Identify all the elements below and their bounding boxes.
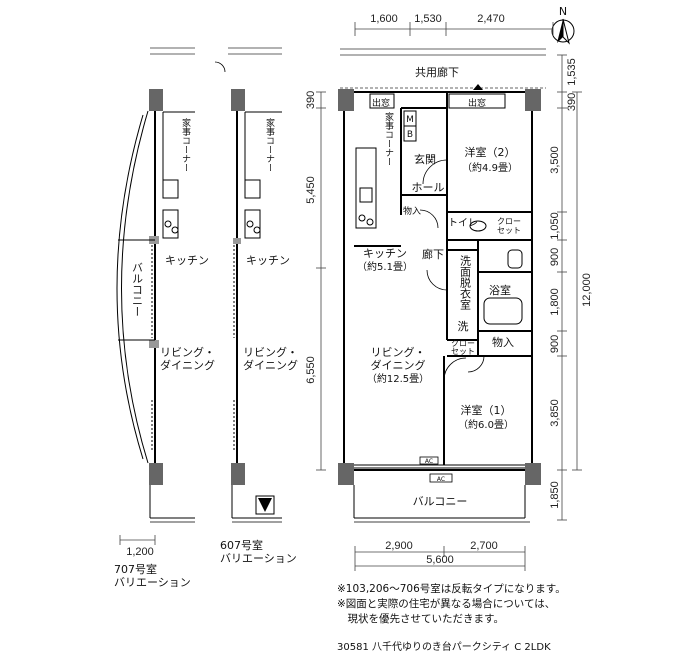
var707-living-label: リビング・ (160, 345, 215, 359)
dim-right-9: 1,850 (549, 481, 561, 509)
left-dimension (316, 91, 326, 471)
dim-right-5: 900 (549, 248, 561, 266)
var707-kitchen-label: キッチン (165, 254, 209, 267)
note-3: 現状を優先させていただきます。 (337, 613, 504, 625)
right-dimension (557, 54, 582, 521)
dim-left-3: 6,550 (305, 356, 317, 384)
western-room-2-size: （約4.9畳） (462, 161, 518, 174)
caption: 30581 八千代ゆりのき台パークシティ C 2LDK (337, 642, 551, 653)
note-2: ※図面と実際の住宅が異なる場合については、 (337, 598, 556, 610)
closet-label-bottom-2: セット (451, 347, 475, 356)
closet-label-top: クロー (497, 217, 521, 226)
svg-text:家事コーナー: 家事コーナー (383, 111, 394, 166)
var607-title: 607号室 (220, 538, 263, 552)
dim-right-total: 12,000 (581, 273, 593, 307)
var607-subtitle: バリエーション (220, 552, 297, 565)
var607-housework-label: 家事コーナー (264, 117, 275, 172)
bottom-dimension (354, 546, 526, 571)
compass: N (551, 5, 575, 45)
living-label: リビング・ (371, 345, 426, 359)
ac-label-2: AC (437, 476, 445, 483)
dim-bottom-total: 5,600 (426, 554, 454, 566)
mb-m-label: M (406, 115, 414, 125)
balcony-label: バルコニー (413, 495, 468, 508)
kitchen-size: （約5.1畳） (357, 260, 413, 273)
western-room-2-label: 洋室（2） (465, 145, 516, 159)
hall-label: ホール (412, 181, 445, 194)
mb-b-label: B (407, 130, 413, 140)
var707-subtitle: バリエーション (114, 576, 191, 589)
dim-top-1: 1,600 (370, 13, 398, 25)
dim-right-7: 900 (549, 335, 561, 353)
dim-right-6: 1,800 (549, 288, 561, 316)
var707-title: 707号室 (114, 562, 157, 576)
var707-dining-label: ダイニング (160, 358, 215, 372)
dim-left-2: 5,450 (305, 176, 317, 204)
living-size: （約12.5畳） (367, 372, 429, 385)
svg-text:家事コーナー: 家事コーナー (264, 117, 275, 172)
variation-607 (214, 47, 282, 523)
storage-small-label: 物入 (403, 205, 421, 217)
note-1: ※103,206～706号室は反転タイプになります。 (337, 583, 566, 595)
kitchen-label: キッチン (363, 247, 407, 260)
toilet-label: トイレ (448, 218, 478, 229)
var607-dining-label: ダイニング (243, 358, 298, 372)
storage-label: 物入 (492, 335, 514, 349)
dim-right-1: 1,535 (566, 58, 578, 86)
var607-living-label: リビング・ (243, 345, 298, 359)
closet-label-top-2: セット (497, 226, 521, 235)
western-room-1-size: （約6.0畳） (458, 418, 514, 431)
wash-label: 洗 (458, 320, 469, 333)
closet-label-bottom: クロー (451, 339, 475, 348)
dim-left-1: 390 (305, 91, 317, 109)
hallway-label: 廊下 (422, 247, 444, 261)
var707-housework-label: 家事コーナー (180, 117, 191, 172)
dim-right-4: 1,050 (549, 212, 561, 240)
living-label-2: ダイニング (371, 358, 426, 372)
bath-label: 浴室 (489, 283, 511, 297)
dim-var-left: 1,200 (126, 546, 154, 558)
dim-right-2: 390 (566, 93, 578, 111)
dim-right-3: 3,500 (549, 146, 561, 174)
dim-bottom-1: 2,900 (385, 540, 413, 552)
ac-label-1: AC (425, 458, 433, 465)
var707-balcony-label: バルコニー (131, 262, 144, 317)
wash-room-label: 洗面脱衣室 (459, 255, 472, 310)
housework-label-main: 家事コーナー (383, 111, 394, 166)
corridor-band (340, 48, 546, 89)
north-label: N (559, 5, 567, 18)
entrance-label: 玄関 (414, 152, 436, 166)
top-dimension (354, 22, 554, 36)
svg-text:バルコニー: バルコニー (131, 262, 144, 317)
var607-kitchen-label: キッチン (246, 254, 290, 267)
dim-right-8: 3,850 (549, 399, 561, 427)
dim-bottom-2: 2,700 (470, 540, 498, 552)
dim-top-2: 1,530 (414, 13, 442, 25)
bay-window-2-label: 出窓 (468, 97, 486, 109)
main-unit (338, 84, 541, 523)
corridor-label: 共用廊下 (415, 65, 459, 79)
svg-text:洗面脱衣室: 洗面脱衣室 (459, 255, 472, 310)
variation-707 (116, 47, 195, 545)
western-room-1-label: 洋室（1） (461, 403, 512, 417)
svg-text:家事コーナー: 家事コーナー (180, 117, 191, 172)
bay-window-1-label: 出窓 (372, 97, 390, 109)
dim-top-3: 2,470 (477, 13, 505, 25)
